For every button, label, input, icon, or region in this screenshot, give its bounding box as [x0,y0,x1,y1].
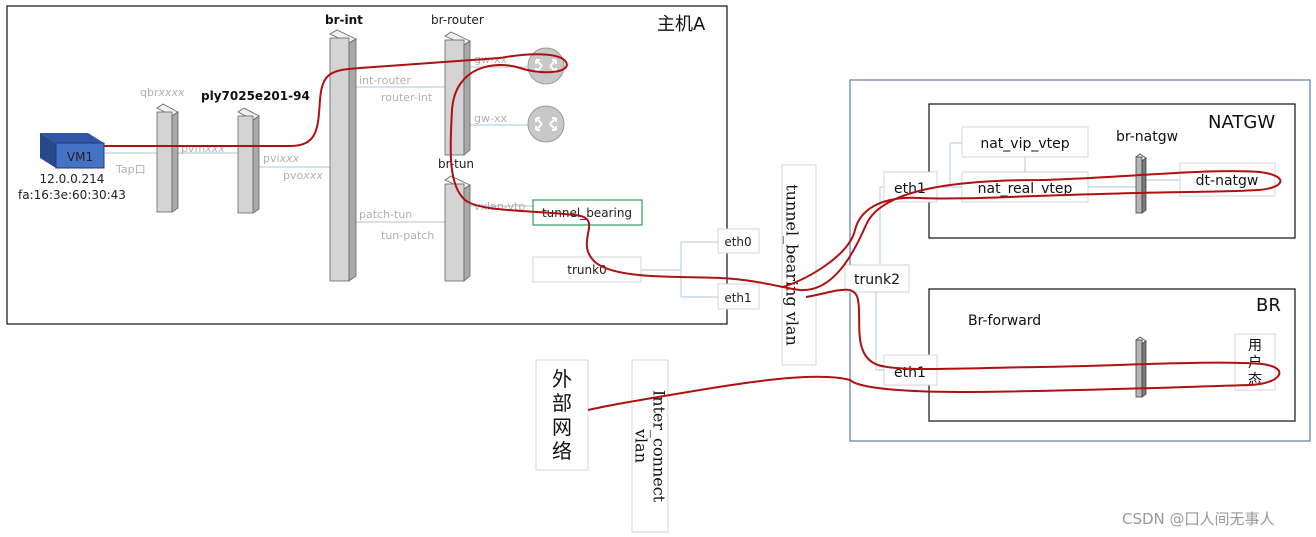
br-natgw-label: br-natgw [1116,129,1178,145]
host-a-connectors [105,66,718,298]
nat-real-vtep-label: nat_real_vtep [978,181,1073,197]
tunnel-vlan-label: tunnel_bearing vlan [783,184,802,346]
external-char-2: 部 [552,391,572,415]
pvo-label: pvoxxx [283,169,323,182]
tunnel-vlan-box [781,164,817,366]
nat-vip-vtep-label: nat_vip_vtep [980,136,1069,152]
pvm-label: pvmxxx [181,142,225,155]
br-int-label: br-int [325,13,363,27]
patch-tun-label: patch-tun [359,208,412,221]
trunk2-box[interactable] [844,264,910,293]
eth1-box-host[interactable] [717,283,760,310]
ply-label: ply7025e201-94 [201,89,310,103]
natgw-title: NATGW [1208,112,1275,133]
traffic-path-br-to-external [587,288,1281,411]
external-char-1: 外 [552,367,572,391]
trunk2-label: trunk2 [854,272,900,288]
watermark: CSDN @囗人间无事人 [1122,510,1275,528]
interconnect-vlan-box [631,359,669,533]
external-network-box[interactable] [535,359,589,471]
pvi-label: pvixxx [263,152,300,165]
int-router-label: int-router [359,74,411,87]
tun-patch-label: tun-patch [381,229,434,242]
eth0-label: eth0 [724,235,751,249]
br-frame [928,288,1296,422]
nat-vip-vtep-box[interactable] [961,126,1089,158]
br-router-label: br-router [431,13,484,27]
interconnect-line-2: vlan [632,428,651,463]
external-char-4: 络 [552,439,572,463]
br-tun-label: br-tun [438,157,474,171]
router-icon-2[interactable] [527,105,565,143]
eth1-label-natgw: eth1 [894,181,926,197]
br-forward-bridge[interactable] [1135,336,1147,398]
qbr-bridge[interactable] [156,103,179,213]
qbr-label: qbrxxxx [140,86,185,99]
eth1-label-host: eth1 [724,291,751,305]
trunk0-label: trunk0 [567,263,606,277]
br-int-bridge[interactable] [329,29,357,282]
external-char-3: 网 [552,415,572,439]
eth0-box[interactable] [717,228,760,254]
vm1-node[interactable]: VM1 [40,133,105,169]
vm1-label: VM1 [67,150,93,164]
ply-bridge[interactable] [237,107,260,214]
dt-natgw-label: dt-natgw [1196,173,1259,189]
user-mode-char-2: 户 [1248,354,1262,371]
tap-label: Tap口 [115,163,146,176]
router-icon-1[interactable] [527,47,565,85]
br-router-bridge[interactable] [444,31,471,156]
trunk0-box[interactable] [532,256,642,283]
router-int-label: router-int [381,91,433,104]
br-tun-bridge[interactable] [444,175,471,282]
tunnel-bearing-label: tunnel_bearing [542,206,632,220]
br-natgw-bridge[interactable] [1135,153,1147,214]
gw-label-2: gw-xx [474,112,507,125]
interconnect-line-1: Inter_connect [650,390,669,503]
vm1-mac: fa:16:3e:60:30:43 [18,188,126,202]
br-forward-label: Br-forward [968,313,1041,329]
host-a-title: 主机A [657,14,706,35]
traffic-path-vm-to-natgw [104,53,1282,292]
user-mode-char-1: 用 [1248,338,1262,354]
br-title: BR [1256,295,1281,316]
vm1-ip: 12.0.0.214 [40,172,105,186]
